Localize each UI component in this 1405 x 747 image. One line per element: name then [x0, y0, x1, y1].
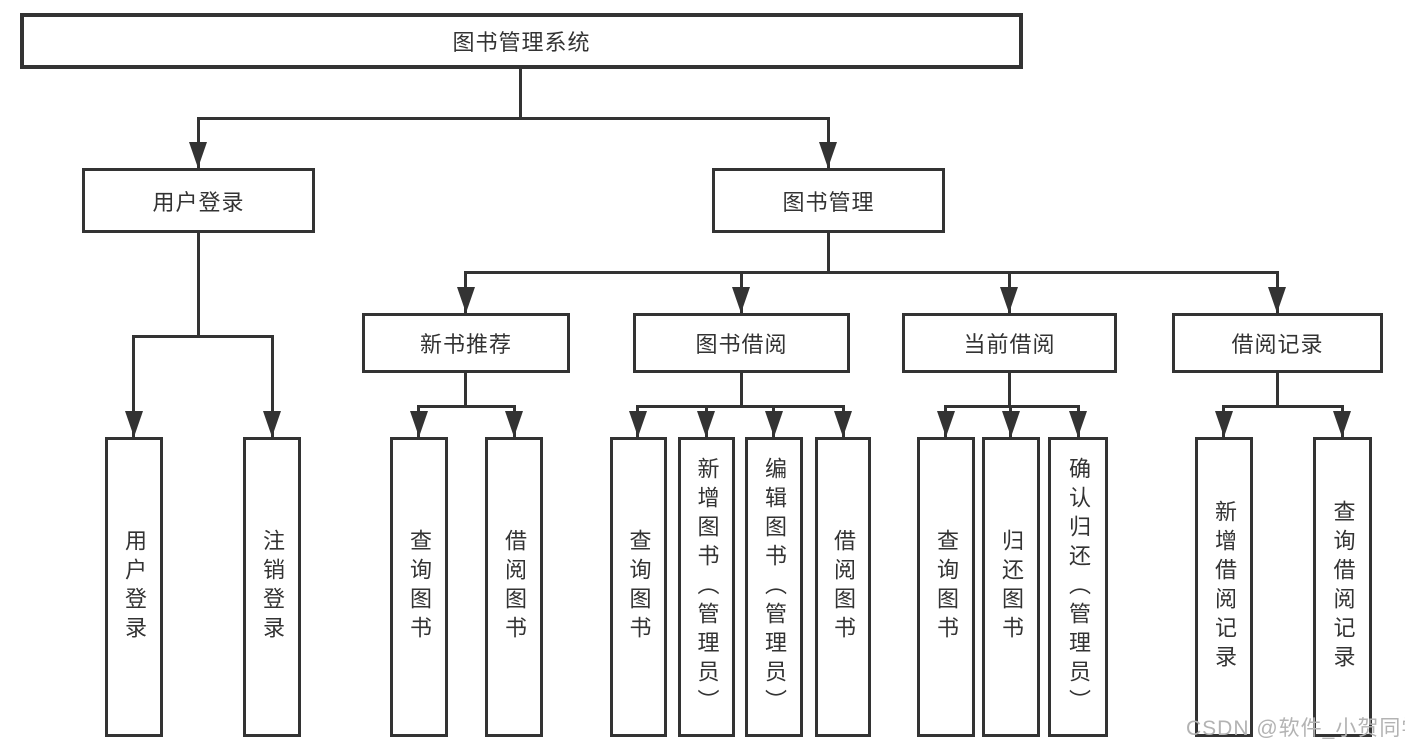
- connector-line: [636, 405, 845, 408]
- connector-line: [464, 373, 467, 407]
- arrow-down-icon: [1215, 411, 1233, 437]
- leaf-borrow-books: 借阅图书: [815, 437, 871, 737]
- node-label: 借阅图书: [831, 529, 856, 645]
- connector-line: [197, 117, 830, 120]
- node-label: 新书推荐: [419, 332, 512, 357]
- connector-line: [132, 335, 135, 437]
- arrow-down-icon: [189, 142, 207, 168]
- arrow-down-icon: [1000, 287, 1018, 313]
- node-label: 图书管理: [782, 189, 875, 215]
- connector-line: [417, 405, 516, 408]
- arrow-down-icon: [1069, 411, 1087, 437]
- node-label: 用户登录: [122, 529, 147, 645]
- node-label: 新增图书（管理员）: [694, 456, 720, 718]
- arrow-down-icon: [505, 411, 523, 437]
- connector-line: [1276, 373, 1279, 407]
- node-label: 图书管理系统: [452, 30, 591, 55]
- node-book-borrow: 图书借阅: [633, 313, 850, 373]
- connector-line: [132, 335, 274, 338]
- node-label: 查询借阅记录: [1330, 500, 1356, 674]
- arrow-down-icon: [1002, 411, 1020, 437]
- leaf-add-borrow-record: 新增借阅记录: [1195, 437, 1253, 737]
- arrow-down-icon: [732, 287, 750, 313]
- node-label: 编辑图书（管理员）: [762, 456, 787, 718]
- node-book-management: 图书管理: [712, 168, 945, 233]
- node-label: 查询图书: [934, 529, 959, 645]
- leaf-user-login: 用户登录: [105, 437, 163, 737]
- node-label: 归还图书: [999, 529, 1024, 645]
- node-borrow-records: 借阅记录: [1172, 313, 1383, 373]
- node-label: 借阅图书: [502, 529, 527, 645]
- watermark: CSDN @软件_小贺同学: [1186, 717, 1405, 740]
- connector-line: [271, 335, 274, 437]
- node-label: 确认归还（管理员）: [1066, 456, 1091, 718]
- arrow-down-icon: [937, 411, 955, 437]
- arrow-down-icon: [697, 411, 715, 437]
- connector-line: [1222, 405, 1344, 408]
- connector-line: [827, 233, 830, 273]
- connector-line: [944, 405, 1080, 408]
- leaf-confirm-return-admin: 确认归还（管理员）: [1048, 437, 1108, 737]
- node-label: 用户登录: [152, 189, 245, 215]
- arrow-down-icon: [819, 142, 837, 168]
- node-label: 注销登录: [260, 529, 285, 645]
- leaf-query-borrow-record: 查询借阅记录: [1313, 437, 1372, 737]
- leaf-logout: 注销登录: [243, 437, 301, 737]
- connector-line: [740, 373, 743, 407]
- leaf-query-books-recommend: 查询图书: [390, 437, 448, 737]
- arrow-down-icon: [834, 411, 852, 437]
- node-current-borrow: 当前借阅: [902, 313, 1117, 373]
- leaf-query-books-current: 查询图书: [917, 437, 975, 737]
- node-label: 当前借阅: [963, 332, 1056, 357]
- node-label: 查询图书: [407, 529, 432, 645]
- node-library-management-system: 图书管理系统: [20, 13, 1023, 69]
- arrow-down-icon: [125, 411, 143, 437]
- arrow-down-icon: [1333, 411, 1351, 437]
- node-new-book-recommend: 新书推荐: [362, 313, 570, 373]
- arrow-down-icon: [410, 411, 428, 437]
- node-label: 借阅记录: [1231, 332, 1324, 357]
- connector-line: [1008, 373, 1011, 407]
- arrow-down-icon: [457, 287, 475, 313]
- leaf-edit-book-admin: 编辑图书（管理员）: [745, 437, 803, 737]
- leaf-query-books-borrow: 查询图书: [610, 437, 667, 737]
- connector-line: [464, 271, 1279, 274]
- arrow-down-icon: [1268, 287, 1286, 313]
- node-user-login: 用户登录: [82, 168, 315, 233]
- arrow-down-icon: [765, 411, 783, 437]
- leaf-borrow-books-recommend: 借阅图书: [485, 437, 543, 737]
- node-label: 查询图书: [626, 529, 652, 645]
- connector-line: [519, 69, 522, 118]
- connector-line: [197, 233, 200, 337]
- arrow-down-icon: [263, 411, 281, 437]
- leaf-return-book: 归还图书: [982, 437, 1040, 737]
- node-label: 图书借阅: [695, 332, 788, 357]
- node-label: 新增借阅记录: [1212, 500, 1237, 674]
- arrow-down-icon: [629, 411, 647, 437]
- leaf-add-book-admin: 新增图书（管理员）: [678, 437, 735, 737]
